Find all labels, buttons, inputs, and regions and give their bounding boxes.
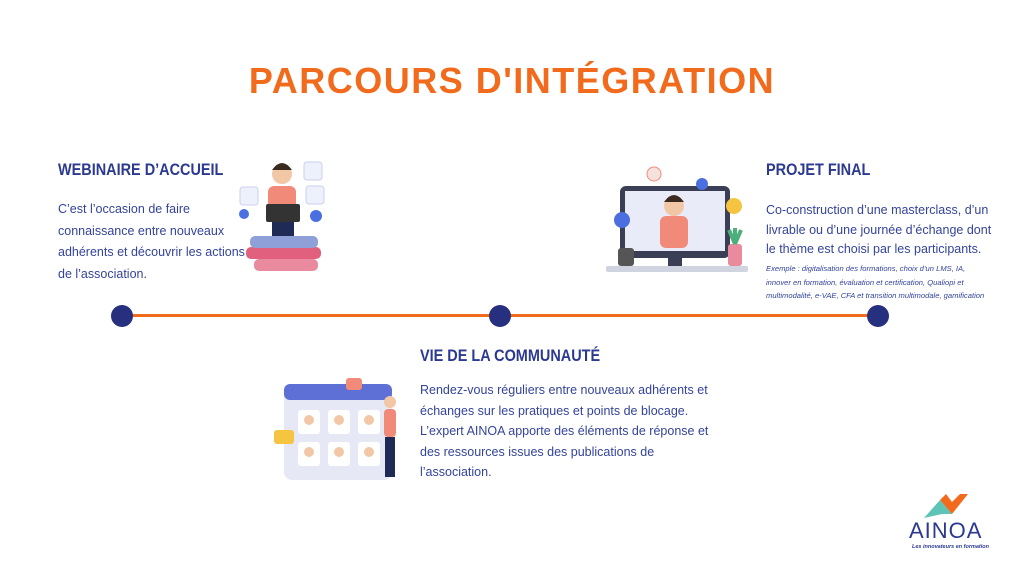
step-text-projet-final: Co-construction d’une masterclass, d’un …: [766, 201, 991, 260]
timeline-dot-2: [489, 305, 511, 327]
text-line: connaissance entre nouveaux: [58, 223, 225, 238]
step-heading-webinaire: WEBINAIRE D’ACCUEIL: [58, 160, 224, 179]
community-illustration: [274, 378, 396, 480]
text-line: échanges sur les pratiques et points de …: [420, 403, 689, 418]
step-heading-projet-final: PROJET FINAL: [766, 160, 871, 179]
page-title: PARCOURS D'INTÉGRATION: [248, 60, 776, 101]
text-line: de l’association.: [58, 266, 147, 281]
text-line: des ressources issues des publications d…: [420, 444, 655, 459]
step-text-webinaire: C’est l’occasion de faire connaissance e…: [58, 199, 245, 285]
project-illustration: [606, 166, 748, 272]
text-line: Rendez-vous réguliers entre nouveaux adh…: [420, 383, 708, 397]
logo-tagline: Les innovateurs en formation: [912, 544, 990, 550]
ainoa-logo-icon: [924, 494, 968, 518]
text-line: l’association.: [420, 465, 492, 479]
webinar-illustration: [239, 161, 325, 271]
text-line: Exemple : digitalisation des formations,…: [766, 264, 966, 273]
text-line: livrable ou d’une journée d’échange dont: [766, 222, 992, 237]
step-heading-communaute: VIE DE LA COMMUNAUTÉ: [420, 346, 601, 365]
logo-name: AINOA: [909, 518, 983, 543]
timeline-dot-1: [111, 305, 133, 327]
step-example-projet-final: Exemple : digitalisation des formations,…: [766, 262, 984, 303]
text-line: L’expert AINOA apporte des éléments de r…: [420, 424, 709, 438]
timeline-dot-3: [867, 305, 889, 327]
text-line: Co-construction d’une masterclass, d’un: [766, 203, 989, 217]
text-line: multimodalité, e-VAE, CFA et transition …: [766, 291, 985, 300]
text-line: C’est l’occasion de faire: [58, 202, 191, 216]
text-line: le thème est choisi par les participants…: [766, 242, 982, 256]
step-text-communaute: Rendez-vous réguliers entre nouveaux adh…: [420, 380, 708, 483]
text-line: innover en formation, évaluation et cert…: [766, 277, 964, 287]
text-line: adhérents et découvrir les actions: [58, 245, 245, 259]
